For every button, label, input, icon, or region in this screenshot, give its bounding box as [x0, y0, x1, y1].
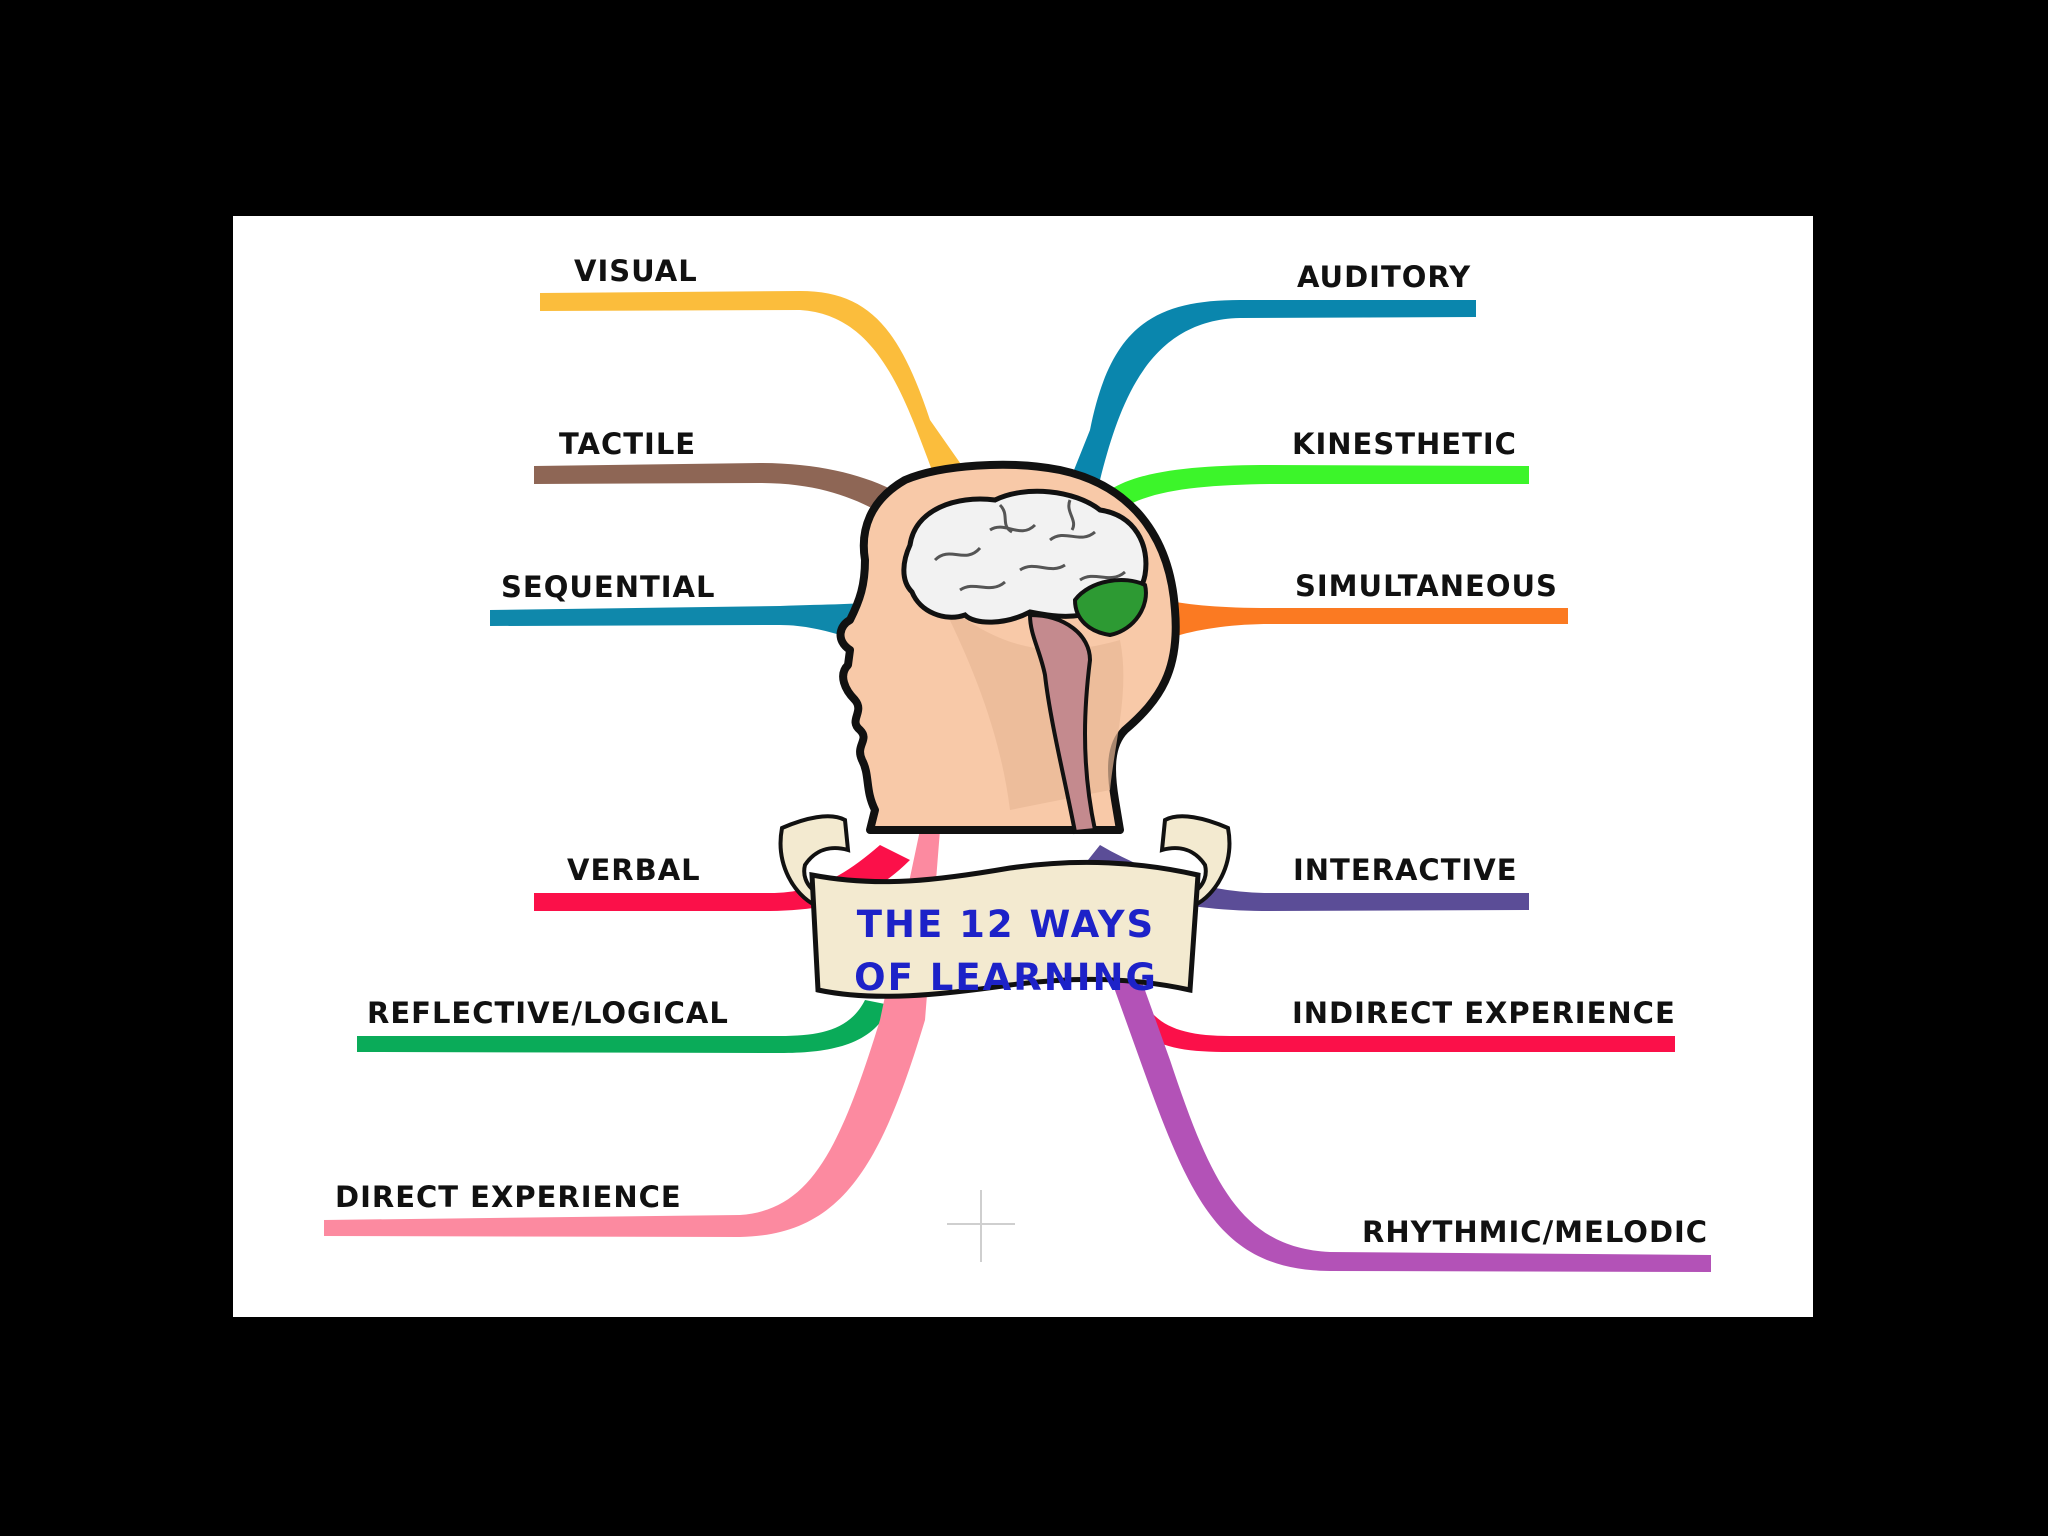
branch-sequential-line: [490, 600, 880, 645]
branch-tactile-line: [534, 463, 910, 525]
branch-kinesthetic-line: [1110, 465, 1529, 510]
label-visual: VISUAL: [574, 254, 698, 288]
branch-simultaneous-line: [1165, 600, 1568, 640]
label-kinesthetic: KINESTHETIC: [1292, 427, 1517, 461]
branch-kinesthetic: [1110, 465, 1529, 510]
label-verbal: VERBAL: [567, 853, 701, 887]
banner-title-line1: THE 12 WAYS: [857, 903, 1155, 946]
label-indirect: INDIRECT EXPERIENCE: [1292, 996, 1676, 1030]
head-illustration: [841, 465, 1176, 832]
branch-simultaneous: [1165, 600, 1568, 640]
label-interactive: INTERACTIVE: [1293, 853, 1518, 887]
label-sequential: SEQUENTIAL: [501, 570, 715, 604]
crosshair-mark: [947, 1190, 1015, 1262]
branch-tactile: [534, 463, 910, 525]
title-banner: THE 12 WAYS OF LEARNING: [781, 816, 1230, 999]
label-simultaneous: SIMULTANEOUS: [1295, 569, 1558, 603]
label-rhythmic: RHYTHMIC/MELODIC: [1362, 1215, 1708, 1249]
label-reflective: REFLECTIVE/LOGICAL: [367, 996, 729, 1030]
branch-sequential: [490, 600, 880, 645]
label-tactile: TACTILE: [559, 427, 696, 461]
banner-title-line2: OF LEARNING: [854, 956, 1158, 999]
label-direct: DIRECT EXPERIENCE: [335, 1180, 682, 1214]
label-auditory: AUDITORY: [1297, 260, 1471, 294]
